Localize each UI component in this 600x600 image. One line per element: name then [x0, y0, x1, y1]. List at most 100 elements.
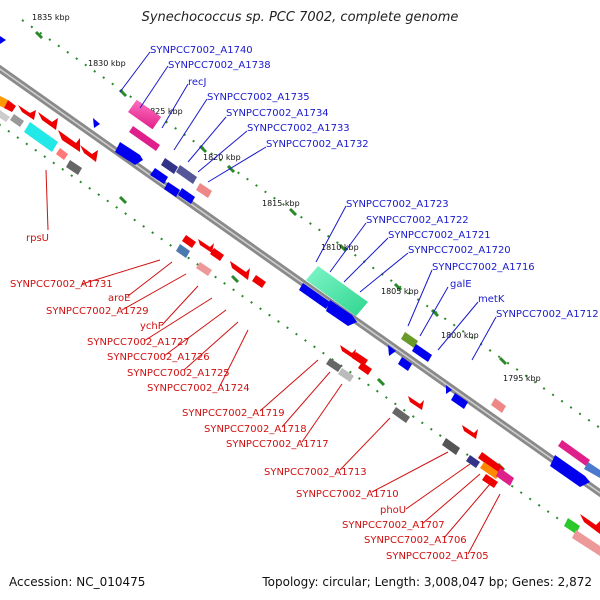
gene-label-reverse: SYNPCC7002_A1718: [204, 424, 307, 435]
gene-reverse: [478, 452, 504, 474]
gene-reverse: [340, 345, 356, 359]
gene-reverse: [392, 407, 410, 423]
scale-label: 1800 kbp: [441, 331, 479, 340]
gene-forward: [550, 455, 590, 487]
scale-label: 1810 kbp: [321, 243, 359, 252]
gene-label-reverse: SYNPCC7002_A1729: [46, 306, 149, 317]
map-title: Synechococcus sp. PCC 7002, complete gen…: [142, 10, 459, 25]
gene-label-reverse: SYNPCC7002_A1727: [87, 337, 190, 348]
gene-label-reverse: SYNPCC7002_A1717: [226, 439, 329, 450]
gene-forward: [584, 462, 600, 478]
scale-labels: 1835 kbp 1830 kbp 1825 kbp 1820 kbp 1815…: [32, 13, 541, 383]
gene-label-forward: SYNPCC7002_A1716: [432, 262, 535, 273]
gene-label-forward: SYNPCC7002_A1735: [207, 92, 310, 103]
genome-summary-text: Topology: circular; Length: 3,008,047 bp…: [261, 575, 592, 589]
genome-backbone: [0, 64, 600, 498]
gene-forward: [401, 332, 418, 348]
reverse-genes: [0, 96, 600, 556]
gene-label-forward: SYNPCC7002_A1738: [168, 60, 271, 71]
gene-label-reverse: SYNPCC7002_A1731: [10, 279, 113, 290]
gene-forward: [398, 357, 412, 371]
gene-reverse: [338, 368, 354, 382]
gene-forward: [150, 168, 168, 184]
gene-reverse: [66, 160, 82, 175]
accession-text: Accession: NC_010475: [9, 575, 145, 589]
reverse-gene-labels: rpsU SYNPCC7002_A1731 aroE SYNPCC7002_A1…: [10, 233, 489, 562]
gene-forward: [93, 118, 100, 128]
gene-reverse: [580, 514, 600, 534]
gene-label-forward: SYNPCC7002_A1740: [150, 45, 253, 56]
gene-label-forward: SYNPCC7002_A1712: [496, 309, 599, 320]
reverse-leader-lines: [45, 169, 501, 555]
gene-reverse: [196, 262, 212, 276]
gene-forward: [451, 393, 468, 409]
gene-reverse: [10, 114, 24, 127]
gene-forward: [491, 398, 506, 413]
gene-forward: [388, 345, 396, 356]
gene-reverse: [408, 396, 424, 410]
gene-reverse: [0, 96, 8, 108]
gene-reverse: [56, 148, 68, 160]
gene-label-forward: SYNPCC7002_A1721: [388, 230, 491, 241]
gene-forward: [161, 158, 178, 174]
gene-label-reverse: SYNPCC7002_A1726: [107, 352, 210, 363]
scale-line-outer: [21, 19, 600, 429]
gene-label-forward: metK: [478, 294, 505, 305]
gene-reverse: [18, 105, 36, 120]
gene-reverse: [80, 145, 98, 162]
gene-reverse: [496, 468, 514, 486]
gene-label-forward: SYNPCC7002_A1720: [408, 245, 511, 256]
gene-forward: [446, 385, 452, 394]
gene-forward: [178, 188, 195, 204]
gene-label-forward: SYNPCC7002_A1733: [247, 123, 350, 134]
gene-label-reverse: SYNPCC7002_A1725: [127, 368, 230, 379]
gene-reverse: [176, 244, 190, 258]
gene-reverse: [24, 122, 58, 152]
gene-label-reverse: SYNPCC7002_A1705: [386, 551, 489, 562]
gene-forward: [128, 99, 162, 130]
gene-label-reverse: rpsU: [26, 233, 49, 244]
gene-label-reverse: SYNPCC7002_A1713: [264, 467, 367, 478]
gene-reverse: [4, 100, 16, 112]
forward-leader-lines: [119, 51, 497, 361]
gene-label-reverse: aroE: [108, 293, 130, 304]
gene-label-reverse: SYNPCC7002_A1706: [364, 535, 467, 546]
gene-forward: [412, 344, 432, 362]
gene-forward: [176, 165, 197, 184]
scale-label: 1795 kbp: [503, 374, 541, 383]
gene-label-reverse: SYNPCC7002_A1724: [147, 383, 250, 394]
scale-label: 1815 kbp: [262, 199, 300, 208]
gene-forward: [164, 182, 180, 197]
gene-forward: [306, 266, 368, 316]
gene-reverse: [466, 455, 480, 468]
scale-label: 1820 kbp: [203, 153, 241, 162]
gene-reverse: [210, 248, 224, 261]
gene-label-forward: recJ: [188, 77, 207, 88]
gene-forward: [558, 440, 590, 466]
gene-forward: [326, 300, 357, 326]
gene-label-forward: SYNPCC7002_A1723: [346, 199, 449, 210]
gene-label-reverse: SYNPCC7002_A1710: [296, 489, 399, 500]
gene-reverse: [198, 239, 214, 253]
scale-label: 1835 kbp: [32, 13, 70, 22]
scale-label: 1805 kbp: [381, 287, 419, 296]
gene-forward: [196, 183, 212, 198]
gene-reverse: [462, 425, 478, 439]
gene-forward: [115, 142, 143, 165]
forward-gene-labels: SYNPCC7002_A1740 SYNPCC7002_A1738 recJ S…: [150, 45, 599, 320]
gene-reverse: [358, 362, 372, 375]
gene-label-reverse: ychF: [140, 321, 164, 332]
gene-label-reverse: SYNPCC7002_A1719: [182, 408, 285, 419]
gene-label-reverse: SYNPCC7002_A1707: [342, 520, 445, 531]
gene-reverse: [480, 462, 500, 479]
gene-label-forward: SYNPCC7002_A1734: [226, 108, 329, 119]
gene-reverse: [38, 112, 58, 130]
gene-label-reverse: phoU: [380, 505, 406, 516]
gene-reverse: [252, 275, 266, 288]
gene-forward: [299, 283, 330, 309]
gene-reverse: [230, 261, 250, 280]
gene-forward: [129, 126, 160, 151]
gene-reverse: [326, 358, 342, 372]
gene-label-forward: galE: [450, 279, 472, 290]
